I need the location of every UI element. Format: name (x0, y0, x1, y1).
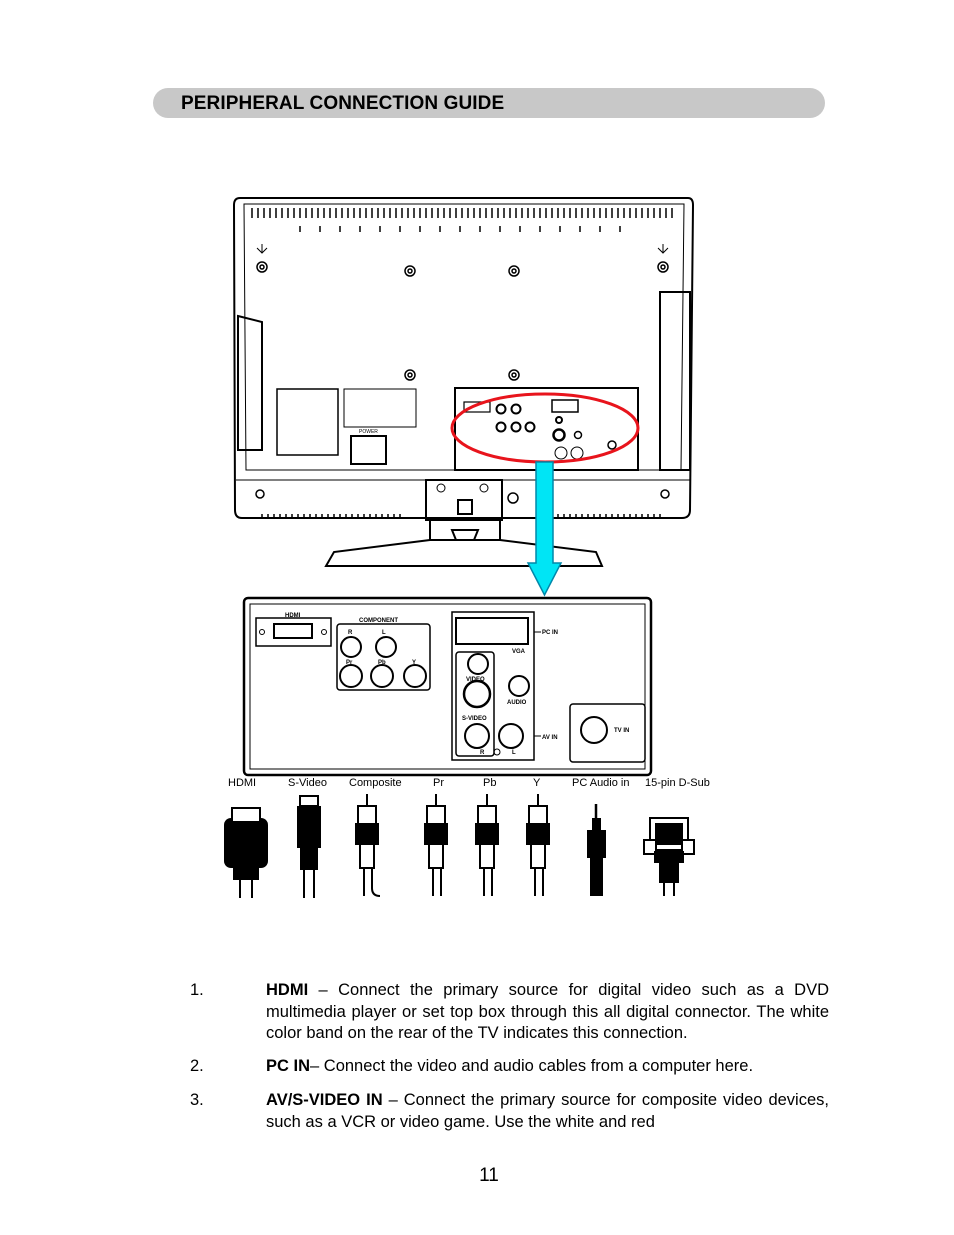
panel-component-label: COMPONENT (359, 618, 398, 624)
panel-av-in-label: AV IN (542, 735, 558, 741)
panel-hdmi-label: HDMI (285, 613, 301, 619)
composite-cable-icon (355, 794, 381, 897)
panel-vga-label: VGA (512, 649, 526, 655)
cable-label-pb: Pb (483, 777, 496, 789)
list-item-number: 3. (190, 1091, 204, 1109)
list-item-text: – Connect the primary source for digital… (266, 981, 829, 1042)
list-item-term: PC IN (266, 1057, 311, 1075)
panel-y-label: Y (412, 660, 416, 666)
cable-label-hdmi: HDMI (228, 777, 256, 789)
cable-label-s-video: S-Video (288, 777, 327, 789)
list-item-term: AV/S-VIDEO IN (266, 1091, 383, 1109)
zoom-arrow (526, 461, 563, 597)
list-item-number: 2. (190, 1057, 204, 1075)
list-item-text: – Connect the video and audio cables fro… (310, 1057, 754, 1075)
panel-r2-label: R (480, 750, 485, 756)
s-video-cable-icon (297, 795, 321, 898)
panel-pr-label: Pr (346, 660, 353, 666)
list-item-number: 1. (190, 981, 204, 999)
hdmi-cable-icon (224, 807, 268, 898)
section-header-bar: PERIPHERAL CONNECTION GUIDE (153, 88, 825, 118)
pb-cable-icon (475, 794, 499, 896)
list-item-text: – Connect the primary source for composi… (266, 1091, 829, 1131)
tv-rear-view: POWER (232, 197, 695, 567)
panel-l-label: L (382, 630, 386, 636)
section-title: PERIPHERAL CONNECTION GUIDE (181, 93, 505, 114)
list-item-body: HDMI – Connect the primary source for di… (266, 980, 829, 1045)
cable-label-d-sub: 15-pin D-Sub (645, 777, 710, 789)
cable-label-composite: Composite (349, 777, 402, 789)
panel-video-label: VIDEO (466, 677, 485, 683)
panel-l2-label: L (512, 750, 516, 756)
page-number: 11 (479, 1165, 499, 1186)
d-sub-cable-icon (643, 817, 695, 896)
highlight-ellipse (450, 392, 640, 464)
panel-s-video-label: S-VIDEO (462, 716, 487, 722)
cable-label-y: Y (533, 777, 541, 789)
panel-pc-in-label: PC IN (542, 630, 558, 636)
panel-audio-label: AUDIO (507, 700, 527, 706)
connection-diagram: POWER (224, 197, 710, 898)
panel-r-label: R (348, 630, 353, 636)
list-item-body: AV/S-VIDEO IN – Connect the primary sour… (266, 1090, 829, 1133)
power-label: POWER (359, 429, 378, 435)
pc-audio-cable-icon (587, 804, 606, 896)
pr-cable-icon (424, 794, 448, 896)
panel-pb-label: Pb (378, 660, 386, 666)
panel-tv-in-label: TV IN (614, 728, 629, 734)
cable-label-pc-audio: PC Audio in (572, 777, 629, 789)
list-item-term: HDMI (266, 981, 309, 999)
list-item-body: PC IN– Connect the video and audio cable… (266, 1056, 829, 1078)
cable-label-pr: Pr (433, 777, 444, 789)
y-cable-icon (526, 794, 550, 896)
connector-panel (242, 596, 653, 777)
